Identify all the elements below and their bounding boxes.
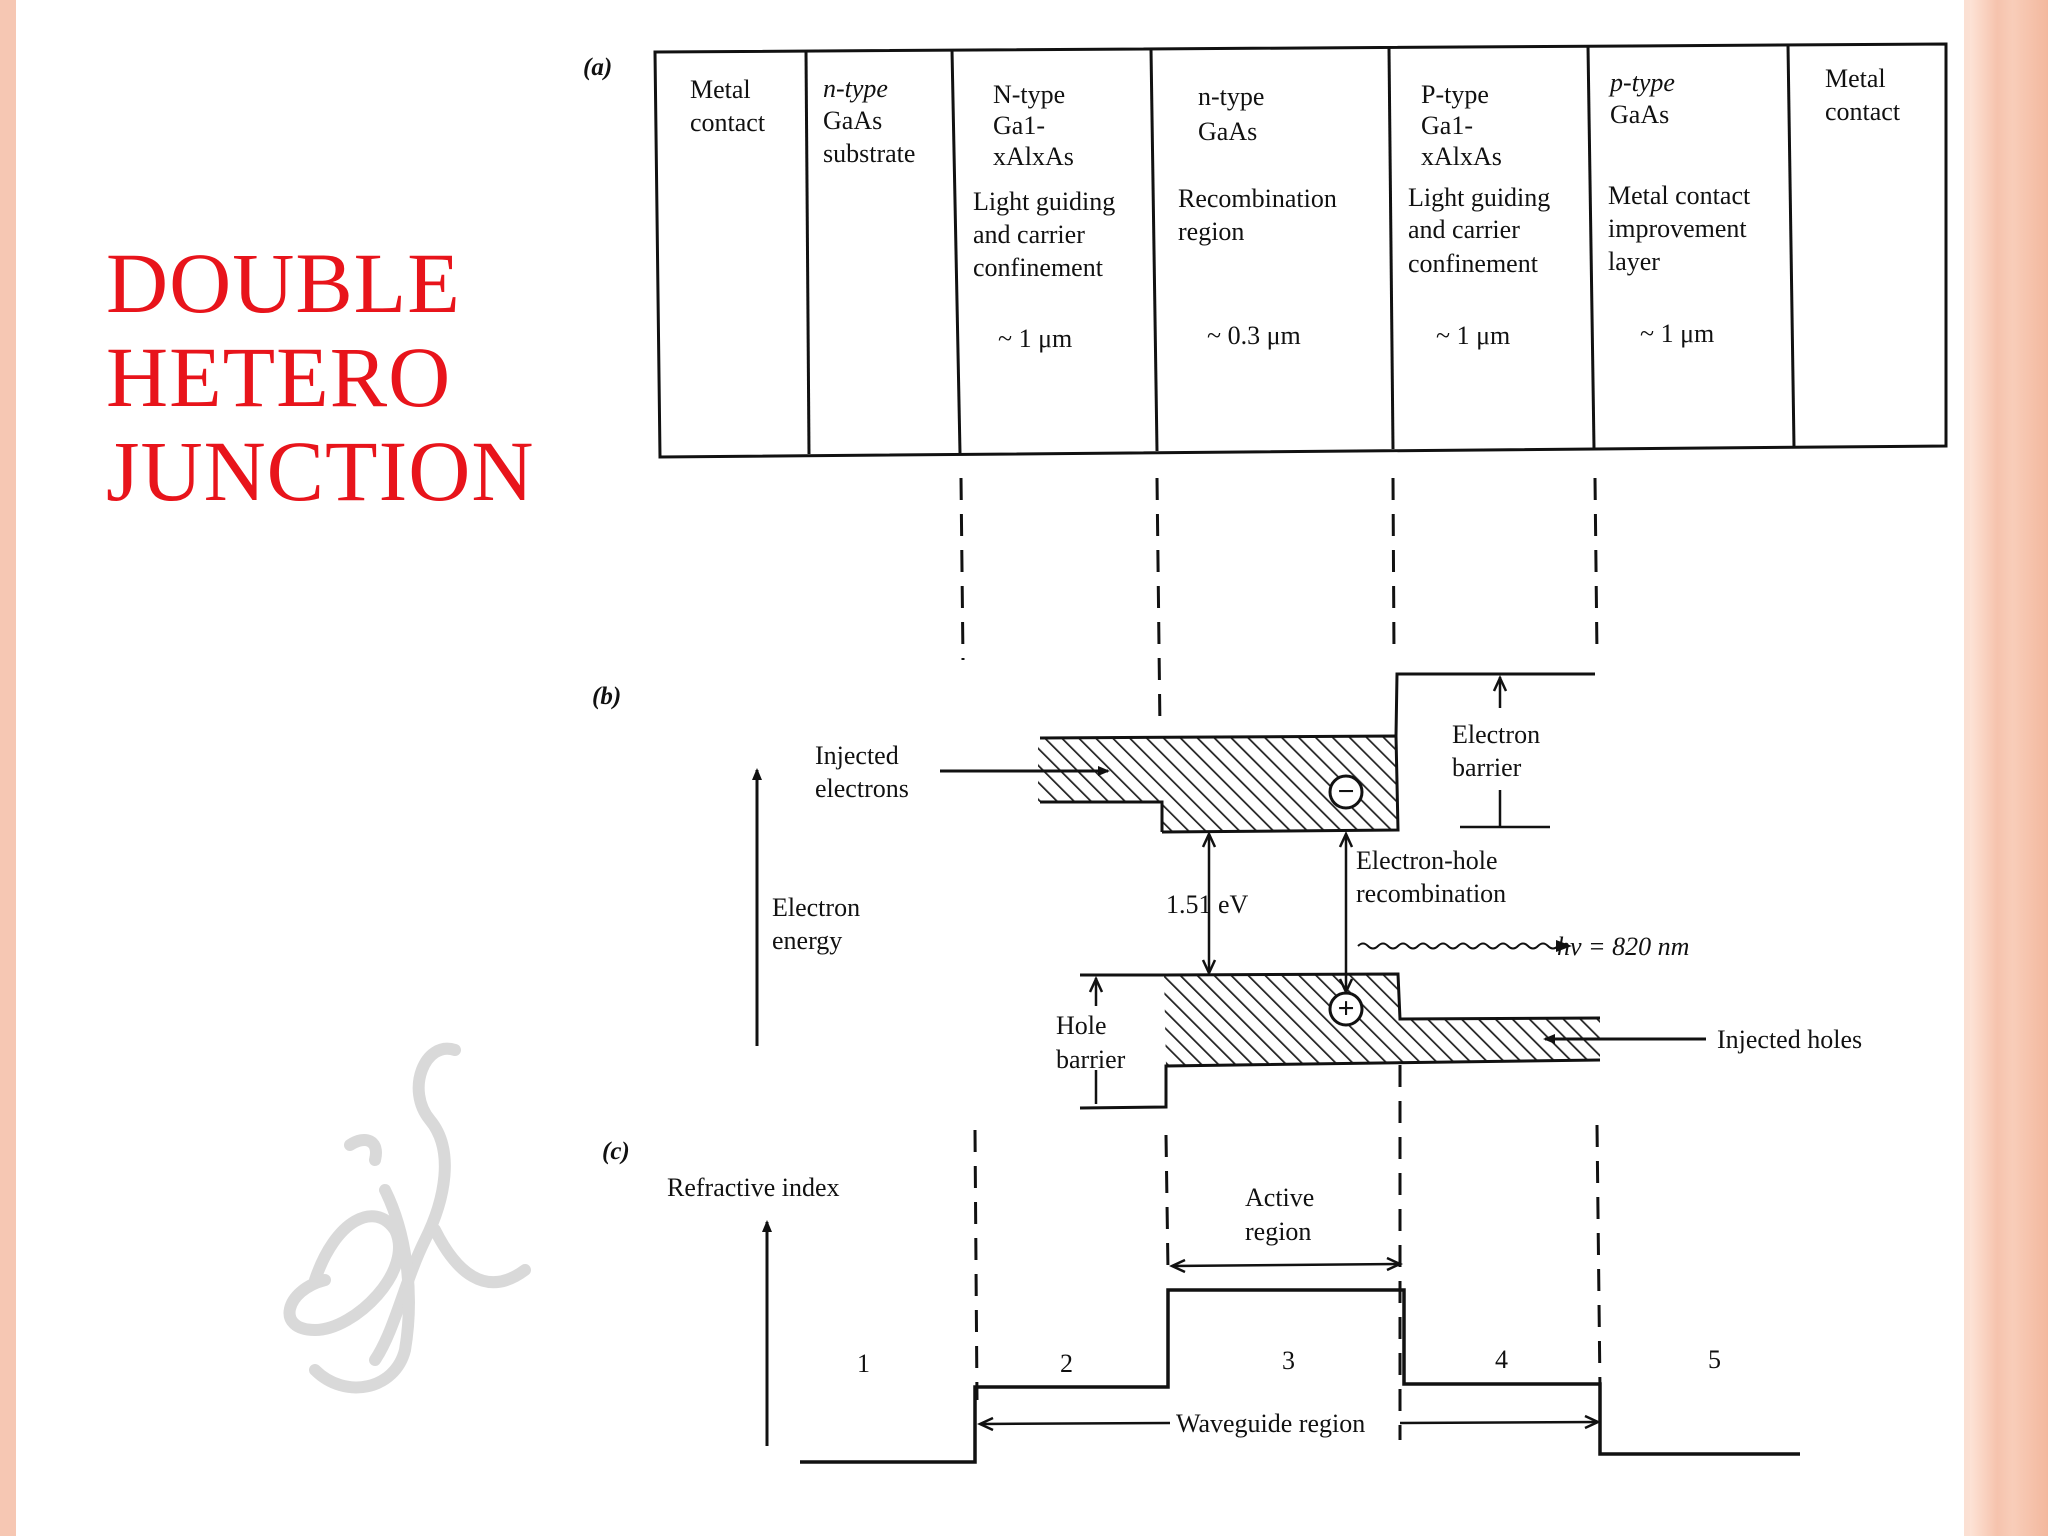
left-border-stripe — [0, 0, 16, 1536]
panel-label-b: (b) — [592, 683, 621, 710]
region-number-4: 4 — [1495, 1345, 1508, 1374]
photon-arrowhead — [1556, 940, 1572, 952]
bandgap-label: 1.51 eV — [1166, 890, 1249, 919]
slide-title: DOUBLE HETERO JUNCTION — [106, 236, 566, 518]
right-border-stripe — [1970, 0, 2048, 1536]
region-number-5: 5 — [1708, 1345, 1721, 1374]
region-number-2: 2 — [1060, 1349, 1073, 1378]
right-border-line — [1964, 0, 1970, 1536]
panel-label-c: (c) — [602, 1138, 630, 1165]
title-line-3: JUNCTION — [106, 423, 535, 519]
layer-5-thickness: ~ 1 μm — [1436, 321, 1510, 350]
title-line-2: HETERO — [106, 329, 452, 425]
active-region-bracket — [1169, 1256, 1403, 1274]
boundary-guides — [959, 477, 1602, 1440]
hole-sign: + — [1337, 992, 1354, 1025]
layer-4-thickness: ~ 0.3 μm — [1207, 321, 1301, 350]
watermark-signature — [283, 1042, 531, 1394]
waveguide-region-bracket — [977, 1414, 1601, 1432]
injected-holes-label: Injected holes — [1717, 1025, 1862, 1054]
photon-label: hν = 820 nm — [1557, 932, 1689, 961]
layer-6-thickness: ~ 1 μm — [1640, 319, 1714, 348]
panel-label-a: (a) — [583, 54, 612, 81]
index-step-profile — [800, 1288, 1800, 1464]
waveguide-region-label: Waveguide region — [1176, 1409, 1365, 1438]
title-line-1: DOUBLE — [106, 235, 461, 331]
electron-sign: − — [1337, 775, 1354, 808]
region-number-3: 3 — [1282, 1346, 1295, 1375]
electron-symbol — [1328, 774, 1364, 810]
region-number-1: 1 — [857, 1349, 870, 1378]
layer-3-thickness: ~ 1 μm — [998, 324, 1072, 353]
hole-barrier-marker — [1088, 976, 1104, 1104]
layer-table — [653, 42, 1948, 459]
recombination-arrow — [1338, 831, 1354, 995]
band-diagram: − + — [752, 672, 1862, 1110]
electron-barrier-marker — [1460, 675, 1550, 829]
bandgap-arrow — [1201, 831, 1217, 976]
photon-wave — [1357, 942, 1559, 950]
refractive-index-label: Refractive index — [667, 1173, 840, 1202]
